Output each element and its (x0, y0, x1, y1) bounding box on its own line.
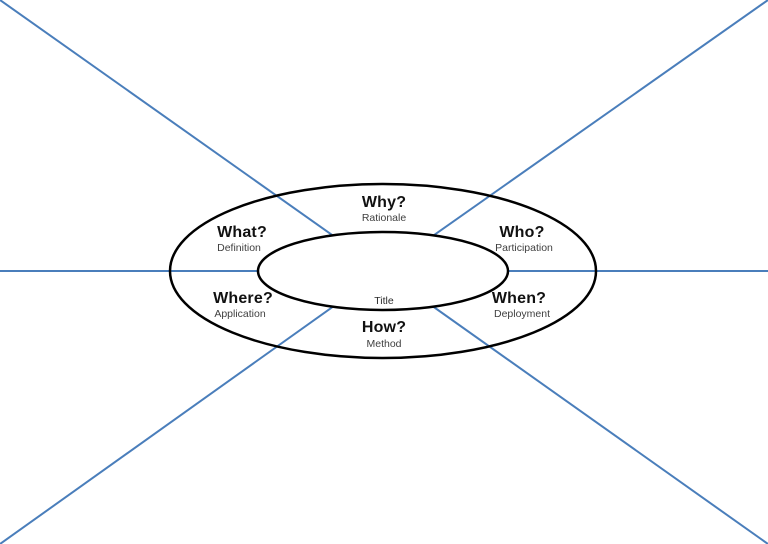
segment-why-question: Why? (361, 194, 407, 211)
outer-ellipse (168, 182, 598, 360)
segment-who-sublabel: Participation (495, 241, 553, 254)
segment-what-question: What? (217, 224, 267, 241)
segment-what-sublabel: Definition (217, 241, 261, 254)
segment-when-sublabel: Deployment (493, 307, 551, 320)
segment-why-sublabel: Rationale (361, 211, 407, 224)
segment-where-sublabel: Application (214, 307, 266, 320)
segment-when-question: When? (491, 290, 547, 307)
ray-top-left (0, 0, 384, 272)
segment-how-sublabel: Method (366, 337, 402, 350)
ray-bottom-left (0, 270, 384, 544)
center-title-placeholder: Title (374, 294, 394, 307)
segment-who-question: Who? (499, 224, 545, 241)
ray-bottom-right (382, 270, 768, 544)
segment-how-question: How? (361, 319, 407, 336)
ray-top-right (382, 0, 768, 272)
inner-ellipse (256, 230, 510, 312)
segment-where-question: Where? (213, 290, 273, 307)
